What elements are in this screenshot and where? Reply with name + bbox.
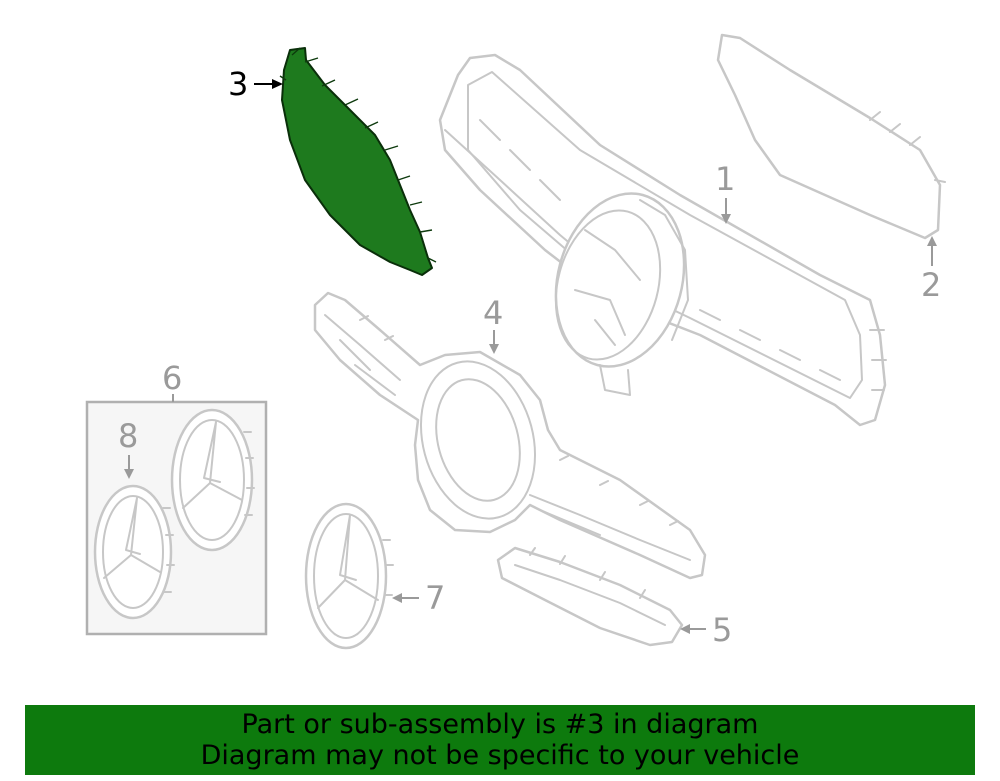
part-3-highlighted-grille	[279, 47, 437, 276]
banner-line-disclaimer: Diagram may not be specific to your vehi…	[200, 740, 800, 771]
parts-diagram: 1 2 3 4 5 6 7 8	[85, 33, 946, 650]
banner-line-part-number: Part or sub-assembly is #3 in diagram	[241, 709, 759, 740]
svg-text:2: 2	[921, 266, 941, 304]
svg-text:1: 1	[715, 160, 735, 198]
svg-text:6: 6	[162, 359, 182, 397]
info-banner: Part or sub-assembly is #3 in diagram Di…	[25, 705, 975, 775]
svg-text:4: 4	[483, 294, 503, 332]
part-5-trim-strip	[496, 546, 684, 647]
part-4-emblem-carrier	[313, 291, 707, 580]
callout-2: 2	[921, 236, 941, 304]
part-2-mesh-insert	[716, 33, 946, 240]
callout-1: 1	[715, 160, 735, 224]
callout-7: 7	[392, 579, 445, 617]
svg-text:3: 3	[228, 65, 248, 103]
part-7-star-emblem	[304, 502, 394, 650]
callout-8: 8	[118, 417, 138, 479]
callout-4: 4	[483, 294, 503, 354]
svg-text:5: 5	[712, 611, 732, 649]
callout-6: 6	[162, 359, 182, 402]
grille-emblem-ring	[554, 192, 689, 396]
svg-text:8: 8	[118, 417, 138, 455]
part-6-emblem-kit-box	[85, 400, 268, 636]
callout-3-highlighted: 3	[228, 65, 283, 103]
svg-text:7: 7	[425, 579, 445, 617]
callout-5: 5	[680, 611, 732, 649]
